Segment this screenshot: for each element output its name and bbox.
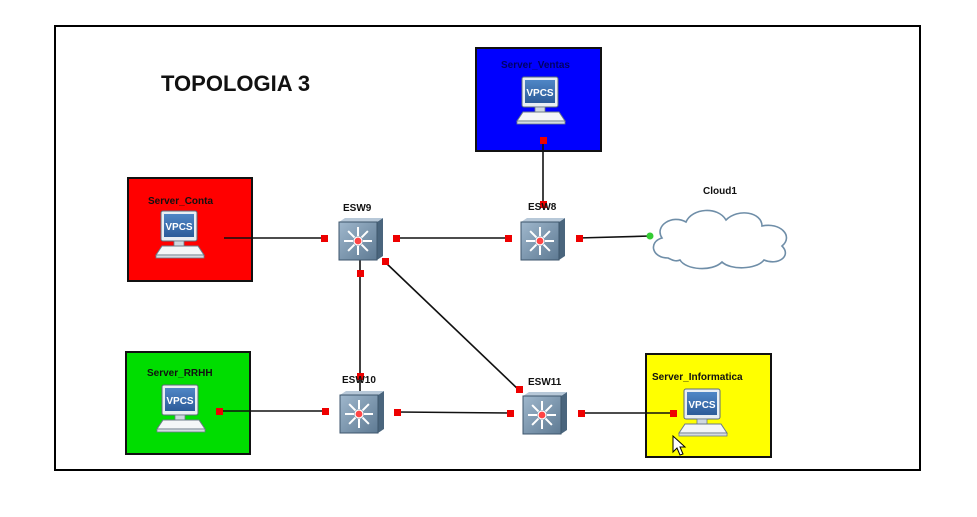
switch-arrow	[360, 243, 369, 252]
pc-label: VPCS	[688, 400, 716, 411]
port-marker	[382, 258, 389, 265]
switch-arrow	[529, 230, 538, 239]
port-marker	[357, 270, 364, 277]
switch-arrow	[361, 416, 370, 425]
port-marker	[576, 235, 583, 242]
page-title: TOPOLOGIA 3	[161, 71, 311, 96]
cloud-label: Cloud1	[703, 186, 737, 197]
cloud-port-marker	[646, 232, 654, 240]
switch-label-esw10: ESW10	[342, 375, 376, 386]
port-marker	[393, 235, 400, 242]
switch-arrow	[542, 230, 551, 239]
switch-arrow	[348, 416, 357, 425]
port-marker	[670, 410, 677, 417]
link-esw9-esw11[interactable]	[384, 261, 522, 393]
pc-label: VPCS	[165, 222, 193, 233]
switch-arrow	[531, 417, 540, 426]
links	[219, 140, 675, 414]
switch-label-esw9: ESW9	[343, 203, 372, 214]
mouse-cursor-icon	[672, 434, 687, 456]
switch-esw11[interactable]	[522, 392, 567, 435]
switch-arrow	[542, 243, 551, 252]
port-marker	[216, 408, 223, 415]
zone-label-ventas: Server_Ventas	[501, 60, 570, 71]
port-marker	[578, 410, 585, 417]
switch-arrow	[347, 230, 356, 239]
link-esw10-esw11[interactable]	[396, 411, 511, 414]
port-marker	[507, 410, 514, 417]
pc-informatica-icon[interactable]: VPCS	[678, 388, 728, 437]
port-marker	[322, 408, 329, 415]
port-marker	[394, 409, 401, 416]
pc-label: VPCS	[166, 396, 194, 407]
port-marker	[516, 386, 523, 393]
switch-esw10[interactable]	[339, 391, 384, 434]
pc-conta-icon[interactable]: VPCS	[155, 210, 205, 259]
port-marker	[540, 201, 547, 208]
pc-rrhh-icon[interactable]: VPCS	[156, 384, 206, 433]
switch-arrow	[531, 404, 540, 413]
switch-label-esw8: ESW8	[528, 202, 557, 213]
switch-arrow	[348, 403, 357, 412]
switch-arrow	[544, 404, 553, 413]
cloud-icon[interactable]	[652, 209, 788, 270]
zone-label-rrhh: Server_RRHH	[147, 368, 213, 379]
port-marker	[540, 137, 547, 144]
port-marker	[357, 373, 364, 380]
switch-arrow	[361, 403, 370, 412]
switch-arrow	[544, 417, 553, 426]
port-marker	[505, 235, 512, 242]
pc-label: VPCS	[526, 88, 554, 99]
switch-esw9[interactable]	[338, 218, 383, 261]
port-markers	[216, 137, 677, 417]
port-marker	[321, 235, 328, 242]
switch-label-esw11: ESW11	[528, 377, 562, 388]
zone-label-conta: Server_Conta	[148, 196, 214, 207]
switch-arrow	[529, 243, 538, 252]
link-esw8-cloud[interactable]	[577, 235, 651, 239]
switch-arrow	[347, 243, 356, 252]
switch-esw8[interactable]	[520, 218, 565, 261]
switch-arrow	[360, 230, 369, 239]
pc-ventas-icon[interactable]: VPCS	[516, 76, 566, 125]
zone-label-informatica: Server_Informatica	[652, 372, 743, 383]
